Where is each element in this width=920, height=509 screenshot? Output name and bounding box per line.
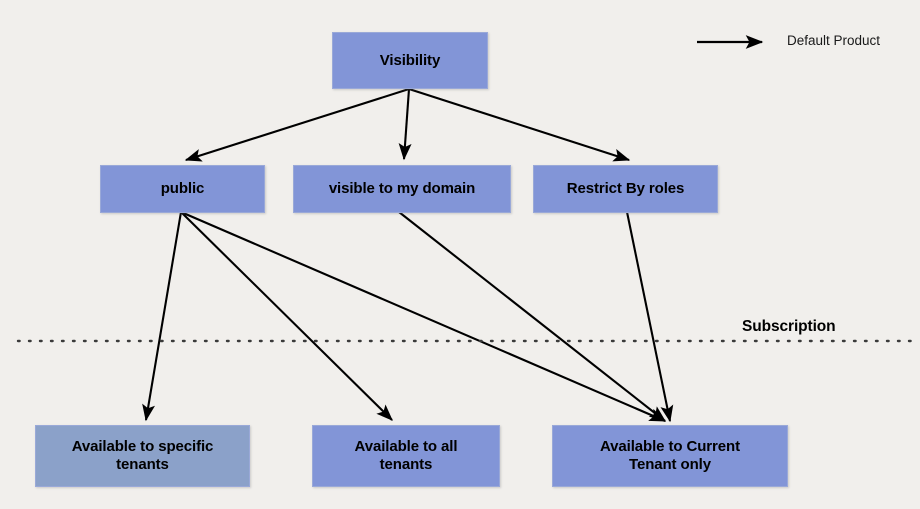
edge-restrict-roles-to-available-current-tenant: [625, 211, 674, 423]
line-2: tenants: [379, 456, 433, 473]
edge-visibility-to-public: [184, 87, 410, 162]
line-1: Available to all: [354, 438, 458, 456]
edge-public-to-available-all-tenants: [180, 211, 393, 421]
edge-visibility-to-visible-to-my-domain: [398, 88, 412, 161]
edge-public-to-available-specific-tenants: [142, 211, 183, 422]
edge-visibility-to-restrict-by-roles: [408, 88, 631, 162]
node-public-label: public: [160, 180, 205, 198]
line-2: tenants: [116, 456, 169, 473]
line-2: Tenant only: [629, 456, 711, 473]
node-restrict-by-roles[interactable]: Restrict By roles: [533, 165, 718, 213]
node-available-to-specific-tenants[interactable]: Available to specific tenants: [35, 425, 250, 487]
node-available-to-current-tenant-only[interactable]: Available to Current Tenant only: [552, 425, 788, 487]
node-visibility[interactable]: Visibility: [332, 32, 488, 89]
node-visibility-label: Visibility: [379, 51, 441, 69]
line-1: Available to specific: [71, 438, 214, 456]
node-available-to-all-tenants-label: Available to all tenants: [349, 438, 464, 473]
node-visible-to-my-domain[interactable]: visible to my domain: [293, 165, 511, 213]
subscription-divider-label: Subscription: [742, 318, 836, 335]
node-restrict-by-roles-label: Restrict By roles: [566, 180, 685, 198]
edge-public-to-available-current-tenant: [180, 211, 667, 422]
node-public[interactable]: public: [100, 165, 265, 213]
node-available-to-current-tenant-only-label: Available to Current Tenant only: [594, 438, 746, 473]
line-1: Available to Current: [600, 438, 740, 456]
legend-default-product-label: Default Product: [787, 33, 881, 48]
node-visible-to-my-domain-label: visible to my domain: [328, 180, 476, 198]
node-available-to-specific-tenants-label: Available to specific tenants: [66, 438, 220, 473]
edge-visible-domain-to-available-current-tenant: [398, 211, 666, 422]
node-available-to-all-tenants[interactable]: Available to all tenants: [312, 425, 500, 487]
